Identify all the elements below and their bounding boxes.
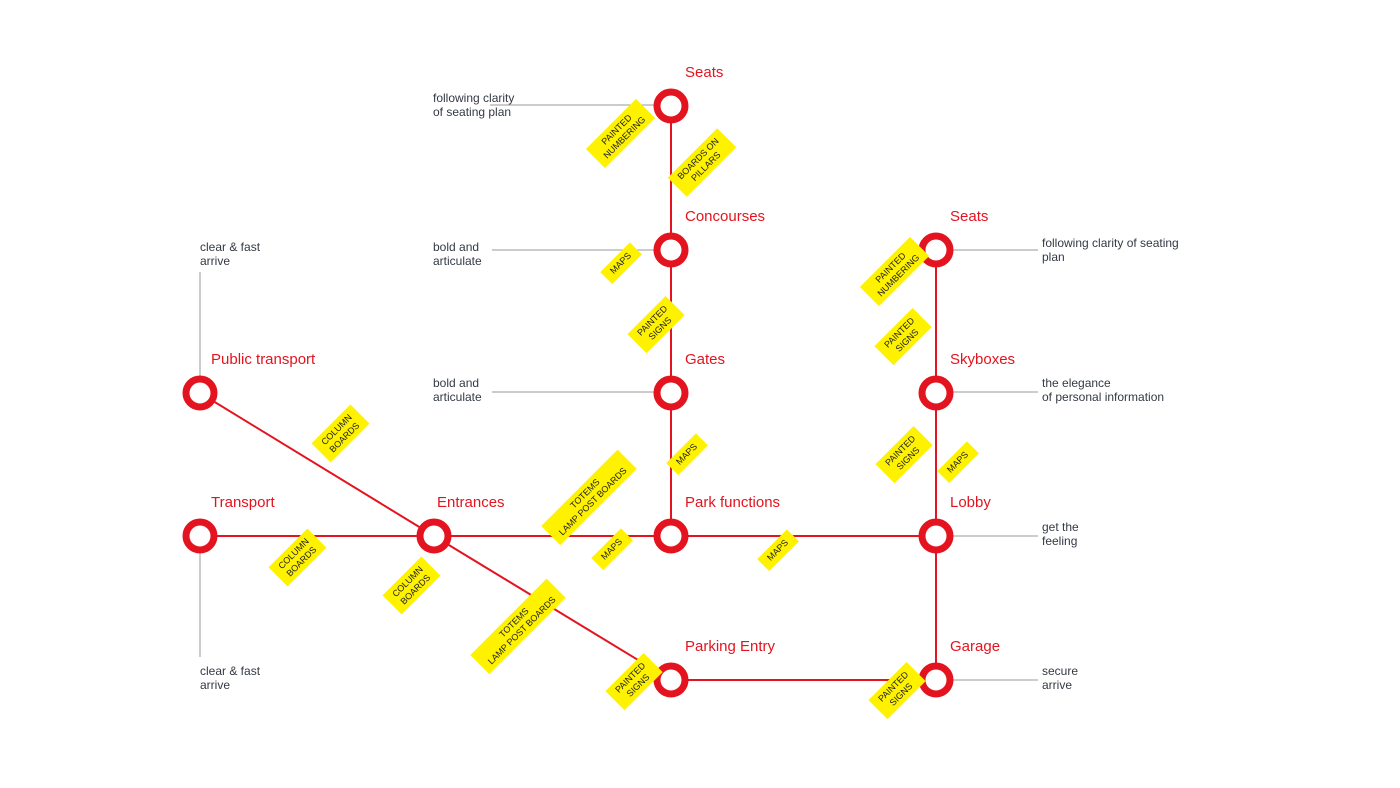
station-node-skyboxes <box>918 375 954 411</box>
station-label-public_transport: Public transport <box>211 351 316 368</box>
station-node-public_transport <box>182 375 218 411</box>
station-note-gates: bold and articulate <box>433 376 482 404</box>
station-node-lobby <box>918 518 954 554</box>
station-note-garage: secure arrive <box>1042 664 1079 692</box>
station-label-park_functions: Park functions <box>685 494 781 511</box>
station-note-public_transport: clear & fast arrive <box>200 240 261 268</box>
station-node-seats_right <box>918 232 954 268</box>
station-node-seats_top <box>653 88 689 124</box>
station-label-gates: Gates <box>685 351 726 368</box>
station-label-entrances: Entrances <box>437 494 505 511</box>
station-label-parking_entry: Parking Entry <box>685 638 776 655</box>
station-label-garage: Garage <box>950 638 1001 655</box>
station-node-entrances <box>416 518 452 554</box>
station-label-lobby: Lobby <box>950 494 991 511</box>
station-node-garage <box>918 662 954 698</box>
station-note-seats_top: following clarity of seating plan <box>433 91 515 119</box>
route-line-public_transport-entrances <box>199 392 435 537</box>
station-note-lobby: get the feeling <box>1042 520 1079 548</box>
station-node-park_functions <box>653 518 689 554</box>
station-node-gates <box>653 375 689 411</box>
station-label-skyboxes: Skyboxes <box>950 351 1016 368</box>
station-label-transport: Transport <box>211 494 275 511</box>
station-label-seats_top: Seats <box>685 64 724 81</box>
station-note-transport: clear & fast arrive <box>200 664 261 692</box>
station-label-seats_right: Seats <box>950 208 989 225</box>
station-note-skyboxes: the elegance of personal information <box>1042 376 1165 404</box>
station-node-parking_entry <box>653 662 689 698</box>
station-label-concourses: Concourses <box>685 208 766 225</box>
station-note-seats_right: following clarity of seating plan <box>1042 236 1179 264</box>
station-node-transport <box>182 518 218 554</box>
station-node-concourses <box>653 232 689 268</box>
station-note-concourses: bold and articulate <box>433 240 482 268</box>
